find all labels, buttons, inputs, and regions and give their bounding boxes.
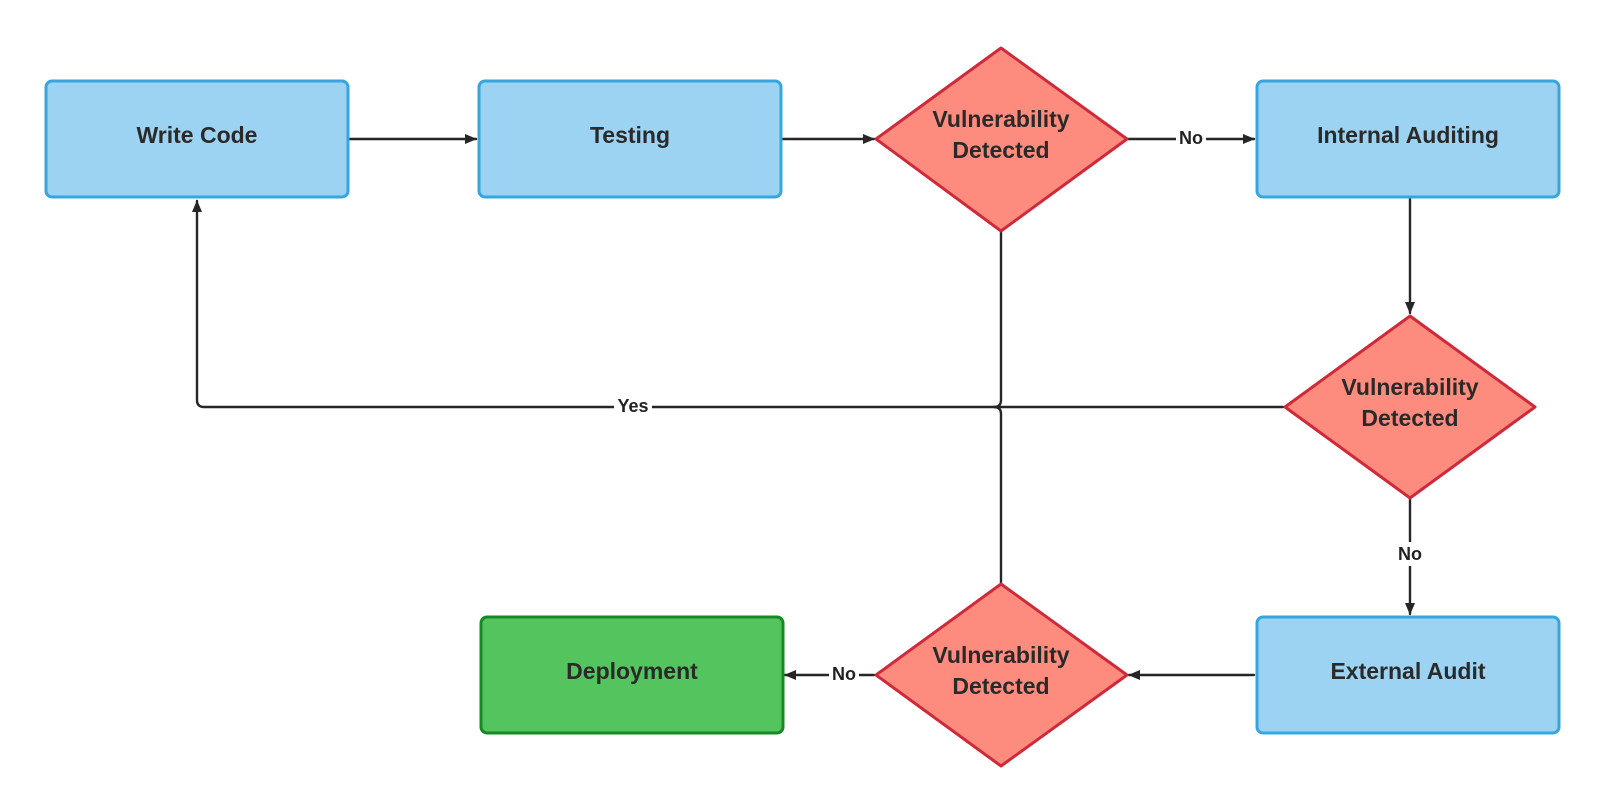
node-decision-3[interactable]: Vulnerability Detected [874, 582, 1129, 768]
node-internal-auditing-label: Internal Auditing [1317, 122, 1499, 148]
edge-label-bg-no-1 [1176, 127, 1206, 149]
edge-decision-3-yes-merge [992, 405, 1003, 587]
node-decision-1-label-line1: Vulnerability [932, 106, 1069, 132]
node-write-code-border [44, 79, 350, 199]
edge-label-bg-yes [614, 394, 652, 418]
node-internal-auditing[interactable]: Internal Auditing [1255, 79, 1561, 199]
edge-label-no-internal: No [1179, 128, 1203, 148]
node-testing[interactable]: Testing [477, 79, 783, 199]
node-decision-1[interactable]: Vulnerability Detected [874, 46, 1129, 233]
edge-decision-2-yes-to-write-code [192, 199, 1285, 409]
edge-label-no-deployment: No [832, 664, 856, 684]
node-testing-border [477, 79, 783, 199]
node-internal-auditing-border [1255, 79, 1561, 199]
node-decision-1-label-line2: Detected [952, 137, 1049, 163]
node-testing-label: Testing [590, 122, 670, 148]
node-decision-2-label-line1: Vulnerability [1341, 374, 1478, 400]
node-internal-auditing-shape [1257, 81, 1559, 197]
edge-label-bg-no-3 [829, 663, 859, 685]
node-deployment-border [479, 615, 785, 735]
node-external-audit[interactable]: External Audit [1255, 615, 1561, 735]
node-decision-3-border [874, 582, 1129, 768]
node-write-code[interactable]: Write Code [44, 79, 350, 199]
node-decision-2-border [1283, 314, 1537, 500]
node-external-audit-border [1255, 615, 1561, 735]
node-decision-3-label-line1: Vulnerability [932, 642, 1069, 668]
node-write-code-shape [46, 81, 348, 197]
node-external-audit-label: External Audit [1330, 658, 1485, 684]
edge-label-no-external: No [1398, 544, 1422, 564]
node-deployment[interactable]: Deployment [479, 615, 785, 735]
node-decision-2[interactable]: Vulnerability Detected [1283, 314, 1537, 500]
node-external-audit-shape [1257, 617, 1559, 733]
edge-label-bg-no-2 [1392, 542, 1428, 566]
edge-label-yes: Yes [617, 396, 648, 416]
node-decision-1-border [874, 46, 1129, 233]
node-decision-3-label-line2: Detected [952, 673, 1049, 699]
edge-decision-1-yes-merge [992, 229, 1003, 409]
node-decision-2-label-line2: Detected [1361, 405, 1458, 431]
node-write-code-label: Write Code [137, 122, 258, 148]
node-deployment-shape [481, 617, 783, 733]
node-testing-shape [479, 81, 781, 197]
node-deployment-label: Deployment [566, 658, 698, 684]
